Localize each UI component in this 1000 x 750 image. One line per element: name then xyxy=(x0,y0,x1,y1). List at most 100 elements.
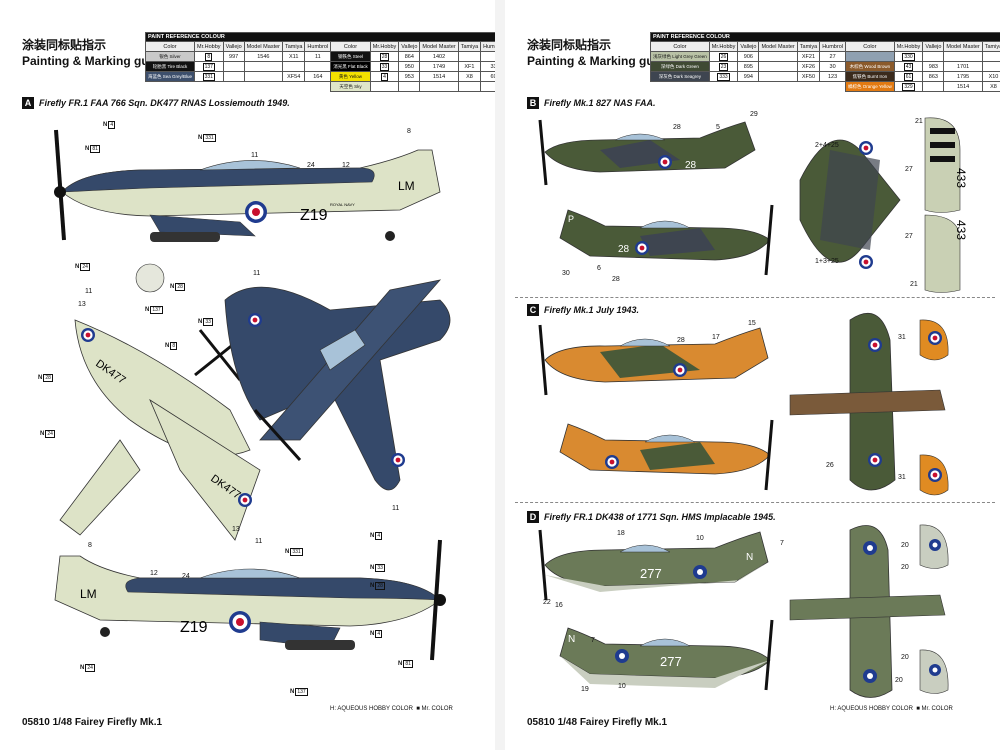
footer-left: 05810 1/48 Fairey Firefly Mk.1 xyxy=(22,717,163,728)
table-row: 橘棕色 Orange Yellow 329 1514 X8 188 xyxy=(651,81,1000,92)
aircraft-plan-d xyxy=(789,524,949,698)
color-swatch: 天空色 Sky xyxy=(330,81,371,92)
part-number: 21 xyxy=(915,118,923,125)
aircraft-tail-code: LM xyxy=(80,587,97,601)
aircraft-plan-c xyxy=(789,312,949,496)
part-number: 7 xyxy=(591,637,595,644)
part-number: 20 xyxy=(901,564,909,571)
page-gutter xyxy=(495,0,505,750)
color-swatch: 橘棕色 Orange Yellow xyxy=(844,81,895,92)
aircraft-code-d: 277 xyxy=(640,566,662,581)
aircraft-code: Z19 xyxy=(180,619,208,636)
part-number: 11 xyxy=(253,270,261,277)
part-number: 31 xyxy=(898,474,906,481)
table-cell: XF50 xyxy=(796,71,821,82)
part-number: 2+4+25 xyxy=(815,142,839,149)
right-page: 涂装同标贴指示 Painting & Marking guide PAINT R… xyxy=(505,0,1000,750)
title-english: Painting & Marking guide xyxy=(527,54,672,68)
aircraft-plan-b: 433 433 xyxy=(799,117,968,293)
color-swatch: 海蓝色 Sea Grey/Blue xyxy=(144,71,196,82)
title-block-right: 涂装同标贴指示 Painting & Marking guide xyxy=(527,36,671,68)
legend-left: H: AQUEOUS HOBBY COLOR ■ Mr. COLOR xyxy=(330,706,453,712)
table-cell: 164 xyxy=(304,71,332,82)
part-number: 15 xyxy=(748,320,756,327)
section-letter: B xyxy=(527,97,539,109)
part-number: 24 xyxy=(182,573,190,580)
section-letter: C xyxy=(527,304,539,316)
royal-navy-text: ROYAL NAVY xyxy=(330,202,355,207)
legend-right: H: AQUEOUS HOBBY COLOR ■ Mr. COLOR xyxy=(830,706,953,712)
aircraft-plan-underside: DK477 DK477 xyxy=(59,319,261,541)
part-number: 10 xyxy=(696,535,704,542)
legend-mr: Mr. COLOR xyxy=(421,706,453,712)
aircraft-code: Z19 xyxy=(300,207,328,224)
aircraft-tail-code: LM xyxy=(398,179,415,193)
part-number: 5 xyxy=(716,124,720,131)
part-number: 29 xyxy=(750,111,758,118)
paint-reference-table-right: PAINT REFERENCE COLOUR Color Mr.Hobby Va… xyxy=(650,32,1000,92)
part-number: 28 xyxy=(673,124,681,131)
section-a-caption: A Firefly FR.1 FAA 766 Sqn. DK477 RNAS Lo… xyxy=(22,97,290,109)
paint-reference-table-left: PAINT REFERENCE COLOUR Color Mr.Hobby Va… xyxy=(144,32,507,92)
part-number: 28 xyxy=(677,337,685,344)
table-cell: XF54 xyxy=(281,71,306,82)
aircraft-side-profile-d1: 277 N xyxy=(538,529,769,601)
aircraft-plan-upper xyxy=(224,279,451,491)
part-number: 20 xyxy=(901,654,909,661)
legend-aqueous: H: AQUEOUS HOBBY COLOR xyxy=(330,706,413,712)
table-row: 深灰色 Dark Seagrey 333 994 XF50 123 焦铁色 Bu… xyxy=(650,71,1000,82)
part-number: 31 xyxy=(898,334,906,341)
section-caption-text: Firefly FR.1 FAA 766 Sqn. DK477 RNAS Los… xyxy=(39,98,290,108)
aircraft-side-profile-d2: 277 N xyxy=(559,619,774,691)
section-letter: D xyxy=(527,511,539,523)
part-number: 13 xyxy=(78,301,86,308)
part-number: 18 xyxy=(617,530,625,537)
legend-aqueous: H: AQUEOUS HOBBY COLOR xyxy=(830,706,913,712)
invasion-code: 433 xyxy=(954,220,968,240)
part-number: 16 xyxy=(555,602,563,609)
part-number: 30 xyxy=(562,270,570,277)
part-number: 12 xyxy=(342,162,350,169)
part-number: 8 xyxy=(88,542,92,549)
aircraft-side-profile-c2 xyxy=(559,419,774,491)
part-number: 11 xyxy=(85,288,93,295)
color-swatch: 深灰色 Dark Seagrey xyxy=(650,71,710,82)
aircraft-code-b: 28 xyxy=(685,160,697,171)
part-number: 20 xyxy=(901,542,909,549)
part-number: 6 xyxy=(597,265,601,272)
part-number: 27 xyxy=(905,233,913,240)
part-number: 19 xyxy=(581,686,589,693)
section-letter: A xyxy=(22,97,34,109)
part-number: 27 xyxy=(905,166,913,173)
part-number: 24 xyxy=(307,162,315,169)
part-number: 1+3+25 xyxy=(815,258,839,265)
aircraft-side-profile-a1: Z19 LM ROYAL NAVY xyxy=(54,129,441,293)
title-chinese: 涂装同标贴指示 xyxy=(527,38,612,52)
aircraft-n-marking: N xyxy=(746,552,753,563)
part-number: 17 xyxy=(712,334,720,341)
part-number: 11 xyxy=(255,538,263,545)
part-number: 7 xyxy=(780,540,784,547)
part-number: 12 xyxy=(150,570,158,577)
table-row: 天空色 Sky xyxy=(146,81,507,92)
part-number: 11 xyxy=(251,152,259,159)
legend-mr: Mr. COLOR xyxy=(921,706,953,712)
part-number: 22 xyxy=(543,599,551,606)
part-number: 28 xyxy=(612,276,620,283)
